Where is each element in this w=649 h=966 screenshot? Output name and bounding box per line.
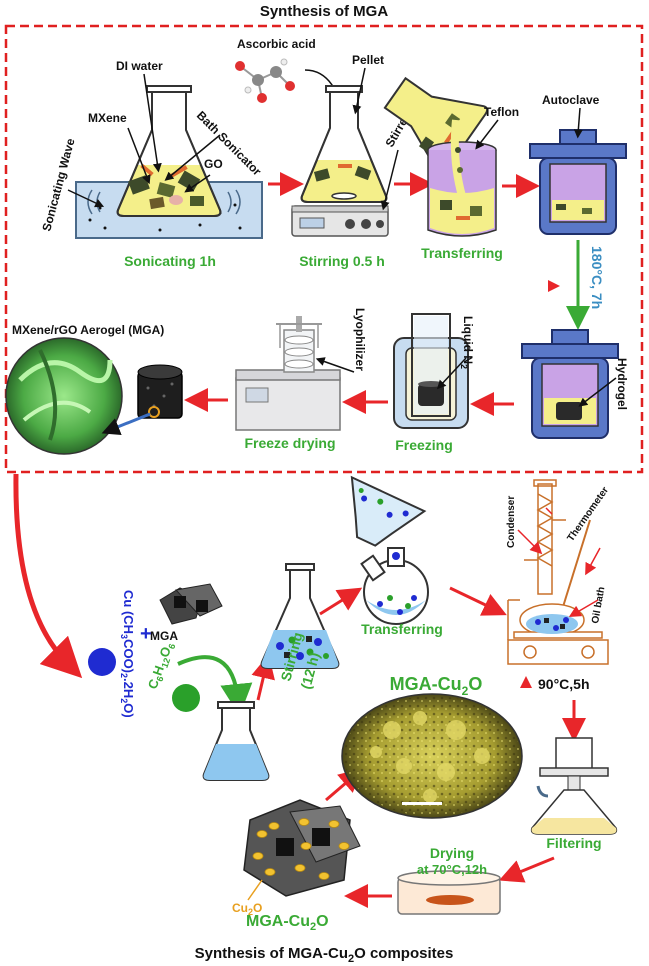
teflon-label: Teflon bbox=[484, 105, 519, 119]
mga-cu2o-composite-icon bbox=[243, 799, 361, 897]
di-water-label: DI water bbox=[116, 59, 163, 73]
aerogel-cylinder-icon bbox=[137, 364, 183, 419]
aerogel-sem-image bbox=[5, 337, 123, 455]
step-heating-bottom: 90°C,5h bbox=[538, 676, 590, 692]
plus-sign: + bbox=[140, 623, 152, 645]
cu-salt-sphere bbox=[88, 648, 116, 676]
ascorbic-acid-label: Ascorbic acid bbox=[237, 37, 316, 51]
lyophilizer-label: Lyophilizer bbox=[353, 308, 367, 371]
condenser-label: Condenser bbox=[506, 496, 517, 548]
hydrogel-label: Hydrogel bbox=[615, 358, 629, 410]
ascorbic-acid-molecule-icon bbox=[235, 58, 295, 103]
step-transferring-top: Transferring bbox=[421, 245, 503, 261]
cu2o-label: Cu2O bbox=[232, 901, 262, 917]
autoclave-icon bbox=[529, 129, 627, 235]
step-heating-top: 180°C, 7h bbox=[589, 246, 605, 309]
glucose-sphere bbox=[172, 684, 200, 712]
top-title: Synthesis of MGA bbox=[260, 3, 389, 20]
pellet-label: Pellet bbox=[352, 53, 384, 67]
autoclave-hydrogel-icon bbox=[521, 329, 619, 439]
mga-cu2o-title: MGA-Cu2O bbox=[390, 674, 483, 698]
glucose-label: C6H12O6 bbox=[145, 640, 178, 692]
cu-salt-label: Cu (CH3COO)2.2H2O) bbox=[119, 590, 136, 718]
filtration-apparatus-icon bbox=[530, 737, 618, 835]
bottom-title: Synthesis of MGA-Cu2O composites bbox=[195, 945, 454, 965]
step-freeze-drying: Freeze drying bbox=[244, 435, 335, 451]
thermometer-label: Thermometer bbox=[565, 485, 611, 544]
round-bottom-flask bbox=[360, 547, 429, 625]
mga-section-border bbox=[4, 24, 644, 474]
magnetic-stirrer-icon bbox=[291, 205, 389, 237]
go-label: GO bbox=[204, 157, 223, 171]
petri-dish-icon bbox=[397, 870, 501, 915]
step-transferring-bottom: Transferring bbox=[361, 621, 443, 637]
mxene-label: MXene bbox=[88, 111, 127, 125]
mga-flakes-icon bbox=[159, 583, 223, 625]
liquid-nitrogen-label: Liquid N2 bbox=[459, 316, 475, 369]
stirring-flask bbox=[300, 85, 388, 203]
step-drying-2: at 70°C,12h bbox=[417, 862, 487, 877]
mga-cu2o-sem-image bbox=[341, 693, 523, 819]
sonicating-wave-label: Sonicating Wave bbox=[39, 137, 77, 233]
mga-label: MGA bbox=[150, 629, 178, 643]
step-stirring: Stirring 0.5 h bbox=[299, 253, 385, 269]
mga-cu2o-label-bottom: MGA-Cu2O bbox=[246, 913, 329, 933]
step-sonicating: Sonicating 1h bbox=[124, 253, 216, 269]
autoclave-label: Autoclave bbox=[542, 93, 600, 107]
oil-bath-label: Oil bath bbox=[590, 586, 607, 625]
step-filtering: Filtering bbox=[546, 835, 601, 851]
lyophilizer-icon bbox=[235, 316, 341, 431]
solution-flask bbox=[202, 701, 270, 781]
aerogel-label: MXene/rGO Aerogel (MGA) bbox=[12, 323, 164, 337]
liquid-nitrogen-dewar bbox=[393, 313, 469, 429]
teflon-liner bbox=[427, 119, 497, 237]
reflux-apparatus-icon bbox=[507, 479, 609, 665]
reaction-flask bbox=[260, 563, 340, 669]
step-drying-1: Drying bbox=[430, 845, 474, 861]
reflux-flask-contents bbox=[526, 507, 578, 634]
pouring-flask-bottom bbox=[350, 475, 427, 547]
mixing-flask bbox=[116, 85, 222, 217]
step-freezing: Freezing bbox=[395, 437, 453, 453]
